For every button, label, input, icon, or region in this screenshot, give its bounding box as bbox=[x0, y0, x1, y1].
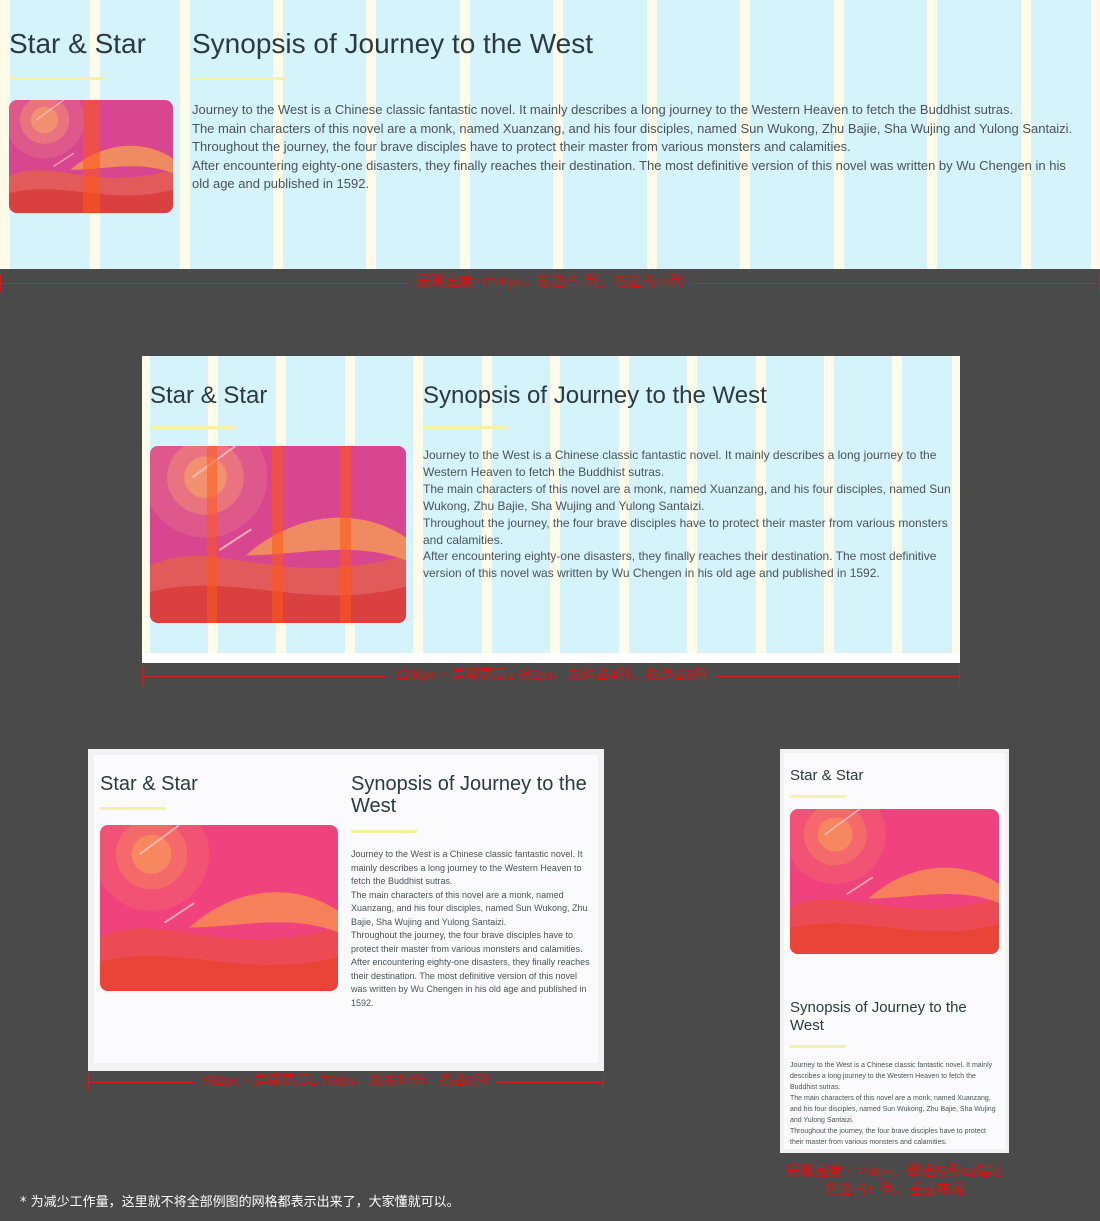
page-heading: Synopsis of Journey to the West bbox=[423, 382, 767, 409]
synopsis-paragraph-2: The main characters of this novel are a … bbox=[192, 120, 1073, 136]
annotation-xl-label: 屏幕宽度≥1200px，左边占2列，右边占10列 bbox=[408, 274, 692, 292]
synopsis-paragraph-4: After encountering eighty-one disasters,… bbox=[192, 157, 1066, 192]
grid-overlay bbox=[0, 0, 1100, 269]
heading-underline bbox=[790, 1045, 846, 1048]
synopsis-body: Journey to the West is a Chinese classic… bbox=[423, 447, 955, 582]
layout-lg-panel: Star & Star Synopsis of Journey to the W… bbox=[142, 356, 960, 663]
brand-underline bbox=[10, 77, 103, 80]
synopsis-paragraph-2: The main characters of this novel are a … bbox=[351, 889, 588, 927]
brand-underline bbox=[100, 807, 166, 810]
annotation-xs-line2: 左边占12列，垂直布局 bbox=[825, 1183, 965, 1198]
brand-title: Star & Star bbox=[150, 382, 268, 409]
annotation-xs-line1: 屏幕宽度 < 768px，即适应移动端时 bbox=[786, 1165, 1004, 1180]
page-heading: Synopsis of Journey to the West bbox=[351, 773, 587, 817]
synopsis-paragraph-3: Throughout the journey, the four brave d… bbox=[790, 1128, 986, 1146]
brand-title: Star & Star bbox=[790, 767, 864, 784]
brand-title: Star & Star bbox=[9, 28, 146, 59]
heading-underline bbox=[423, 426, 507, 429]
synopsis-paragraph-1: Journey to the West is a Chinese classic… bbox=[423, 448, 937, 479]
hero-illustration-svg bbox=[100, 825, 338, 991]
synopsis-paragraph-4: After encountering eighty-one disasters,… bbox=[351, 957, 590, 1008]
synopsis-paragraph-1: Journey to the West is a Chinese classic… bbox=[351, 849, 583, 886]
footnote: * 为减少工作量，这里就不将全部例图的网格都表示出来了，大家懂就可以。 bbox=[20, 1195, 460, 1210]
page-heading: Synopsis of Journey to the West bbox=[790, 999, 967, 1034]
annotation-md: 992px > 屏幕宽度≥ 768px，左右均分，各占6列 bbox=[88, 1073, 604, 1091]
hero-illustration bbox=[790, 809, 999, 954]
heading-underline bbox=[351, 830, 417, 833]
annotation-lg: 1200px > 屏幕宽度≥ 992px，左边占4列，右边占8列 bbox=[142, 667, 960, 685]
synopsis-body: Journey to the West is a Chinese classic… bbox=[192, 101, 1074, 194]
synopsis-paragraph-3: Throughout the journey, the four brave d… bbox=[192, 139, 851, 155]
hero-illustration bbox=[150, 446, 406, 623]
synopsis-paragraph-4: After encountering eighty-one disasters,… bbox=[423, 549, 937, 581]
layout-md-panel: Star & Star Synopsis of Journey to the W… bbox=[88, 749, 604, 1071]
brand-underline bbox=[790, 795, 846, 798]
heading-underline bbox=[192, 77, 285, 80]
annotation-xl: 屏幕宽度≥1200px，左边占2列，右边占10列 bbox=[0, 274, 1100, 292]
synopsis-paragraph-3: Throughout the journey, the four brave d… bbox=[351, 930, 583, 954]
hero-illustration-svg bbox=[790, 809, 999, 954]
annotation-xs: 屏幕宽度 < 768px，即适应移动端时 左边占12列，垂直布局 bbox=[760, 1164, 1030, 1200]
synopsis-body: Journey to the West is a Chinese classic… bbox=[351, 848, 593, 1010]
synopsis-paragraph-1: Journey to the West is a Chinese classic… bbox=[192, 102, 1014, 117]
synopsis-paragraph-3: Throughout the journey, the four brave d… bbox=[423, 515, 948, 547]
synopsis-body: Journey to the West is a Chinese classic… bbox=[790, 1060, 1000, 1148]
layout-xl-panel: Star & Star Synopsis of Journey to the W… bbox=[0, 0, 1100, 269]
annotation-lg-label: 1200px > 屏幕宽度≥ 992px，左边占4列，右边占8列 bbox=[386, 667, 716, 685]
annotation-md-label: 992px > 屏幕宽度≥ 768px，左右均分，各占6列 bbox=[195, 1073, 497, 1091]
page-heading: Synopsis of Journey to the West bbox=[192, 28, 594, 59]
hero-illustration bbox=[9, 100, 173, 213]
synopsis-paragraph-1: Journey to the West is a Chinese classic… bbox=[790, 1062, 993, 1091]
layout-xs-panel: Star & Star Synopsis of Journey to the W… bbox=[780, 749, 1009, 1153]
hero-illustration bbox=[100, 825, 338, 991]
brand-title: Star & Star bbox=[100, 773, 198, 795]
brand-underline bbox=[151, 426, 235, 429]
synopsis-paragraph-2: The main characters of this novel are a … bbox=[790, 1095, 996, 1124]
synopsis-paragraph-2: The main characters of this novel are a … bbox=[423, 481, 951, 513]
